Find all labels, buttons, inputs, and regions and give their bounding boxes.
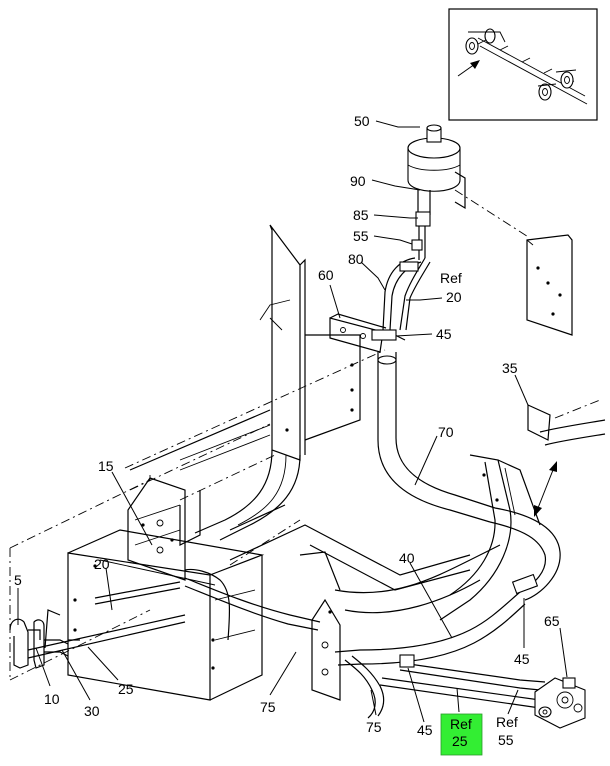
callout-25: 25 bbox=[118, 681, 134, 697]
clamp-bracket bbox=[329, 313, 406, 353]
callout-15: 15 bbox=[98, 458, 114, 474]
steering-gear bbox=[534, 677, 586, 729]
reservoir bbox=[407, 124, 466, 260]
phantom-frame bbox=[9, 189, 601, 681]
callout-30: 30 bbox=[84, 703, 100, 719]
callout-70: 70 bbox=[438, 424, 454, 440]
frame-crossmember bbox=[129, 224, 471, 591]
callout-90: 90 bbox=[350, 173, 366, 189]
callout-45-right: 45 bbox=[514, 651, 530, 667]
highlight-ref25[interactable]: Ref 25 bbox=[440, 713, 483, 756]
inset-frame-rails bbox=[465, 28, 588, 105]
bracket-panel-right bbox=[526, 234, 573, 336]
callout-45-lower: 45 bbox=[417, 722, 433, 738]
callout-80: 80 bbox=[348, 251, 364, 267]
callout-55: 55 bbox=[353, 228, 369, 244]
double-arrow-icon bbox=[534, 461, 557, 517]
frame-rail-left bbox=[67, 529, 265, 701]
hose-80-20 bbox=[382, 257, 431, 331]
cooler-tubes bbox=[9, 581, 186, 669]
callout-20: 20 bbox=[94, 556, 110, 572]
frame-sweep-right bbox=[334, 454, 541, 621]
locator-inset bbox=[448, 8, 598, 121]
callout-10: 10 bbox=[44, 691, 60, 707]
callout-45-upper: 45 bbox=[436, 326, 452, 342]
callout-60: 60 bbox=[318, 267, 334, 283]
callout-5: 5 bbox=[14, 572, 22, 588]
callout-ref20-ref: Ref bbox=[440, 270, 462, 286]
callout-ref25-ref: Ref bbox=[450, 716, 472, 732]
inset-frame bbox=[448, 8, 598, 121]
hose-75 bbox=[184, 568, 546, 719]
callout-75-left: 75 bbox=[260, 699, 276, 715]
callout-50: 50 bbox=[354, 113, 370, 129]
callout-ref25-num: 25 bbox=[452, 733, 468, 749]
callout-75-lower: 75 bbox=[366, 719, 382, 735]
callout-ref55-num: 55 bbox=[498, 732, 514, 748]
hose-40 bbox=[334, 573, 539, 666]
callout-65: 65 bbox=[544, 613, 560, 629]
bracket-35 bbox=[527, 404, 606, 446]
leader-lines bbox=[17, 120, 568, 723]
callout-40: 40 bbox=[399, 550, 415, 566]
inset-arrow-icon bbox=[457, 60, 480, 77]
callout-labels: 50 90 85 55 80 Ref 20 60 45 35 70 15 40 … bbox=[14, 113, 560, 748]
crossmember-bracket bbox=[127, 477, 186, 581]
callout-35: 35 bbox=[502, 360, 518, 376]
callout-ref20-num: 20 bbox=[446, 289, 462, 305]
highlight-box[interactable] bbox=[440, 713, 483, 756]
post-bracket bbox=[299, 551, 341, 701]
callout-ref55-ref: Ref bbox=[496, 714, 518, 730]
callout-85: 85 bbox=[353, 207, 369, 223]
hose-70 bbox=[377, 352, 561, 601]
